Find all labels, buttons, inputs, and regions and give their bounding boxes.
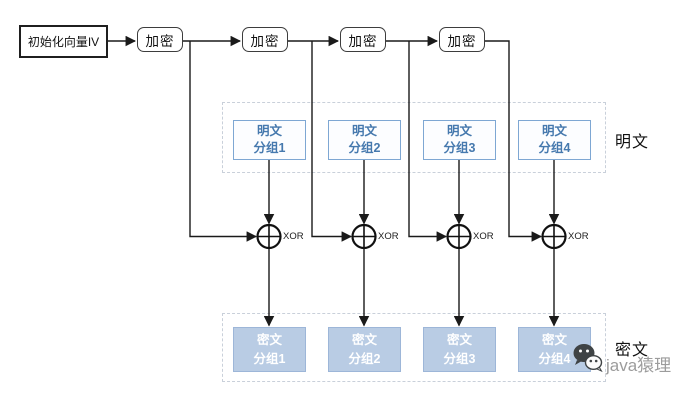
plaintext-block-2-line1: 明文 (351, 124, 377, 138)
ciphertext-block-1: 密文 分组1 (233, 327, 306, 372)
plaintext-block-1: 明文 分组1 (233, 120, 306, 160)
encrypt-box-4: 加密 (439, 27, 485, 52)
plaintext-block-3: 明文 分组3 (423, 120, 496, 160)
iv-box: 初始化向量IV (19, 25, 108, 58)
plaintext-block-1-line1: 明文 (256, 124, 282, 138)
plaintext-block-1-line2: 分组1 (253, 141, 286, 155)
ciphertext-section-label: 密文 (615, 342, 650, 359)
encrypt-box-3: 加密 (340, 27, 386, 52)
ciphertext-block-2: 密文 分组2 (328, 327, 401, 372)
xor-label-2: XOR (378, 231, 399, 242)
plaintext-block-2: 明文 分组2 (328, 120, 401, 160)
ciphertext-block-4-line2: 分组4 (538, 351, 571, 366)
watermark: java猿理 (570, 340, 682, 376)
xor-label-3: XOR (473, 231, 494, 242)
ciphertext-block-3: 密文 分组3 (423, 327, 496, 372)
plaintext-section-label: 明文 (615, 134, 650, 151)
ciphertext-block-2-line2: 分组2 (348, 351, 381, 366)
plaintext-block-4-line1: 明文 (541, 124, 567, 138)
ciphertext-block-1-line1: 密文 (256, 332, 282, 347)
xor-label-4: XOR (568, 231, 589, 242)
watermark-text: java猿理 (606, 356, 672, 375)
encrypt-box-2: 加密 (242, 27, 288, 52)
ciphertext-block-4-line1: 密文 (541, 332, 567, 347)
ciphertext-block-2-line1: 密文 (351, 332, 377, 347)
plaintext-block-4: 明文 分组4 (518, 120, 591, 160)
xor-node-1 (256, 223, 282, 250)
xor-node-4 (541, 223, 567, 250)
plaintext-block-3-line1: 明文 (446, 124, 472, 138)
xor-node-3 (446, 223, 472, 250)
encrypt-box-1: 加密 (137, 27, 183, 52)
xor-label-1: XOR (283, 231, 304, 242)
xor-node-2 (351, 223, 377, 250)
plaintext-block-2-line2: 分组2 (348, 141, 381, 155)
ciphertext-block-3-line1: 密文 (446, 332, 472, 347)
plaintext-block-3-line2: 分组3 (443, 141, 476, 155)
ciphertext-group-container (222, 313, 606, 382)
ciphertext-block-3-line2: 分组3 (443, 351, 476, 366)
plaintext-block-4-line2: 分组4 (538, 141, 571, 155)
ciphertext-block-1-line2: 分组1 (253, 351, 286, 366)
wechat-icon (573, 344, 603, 373)
